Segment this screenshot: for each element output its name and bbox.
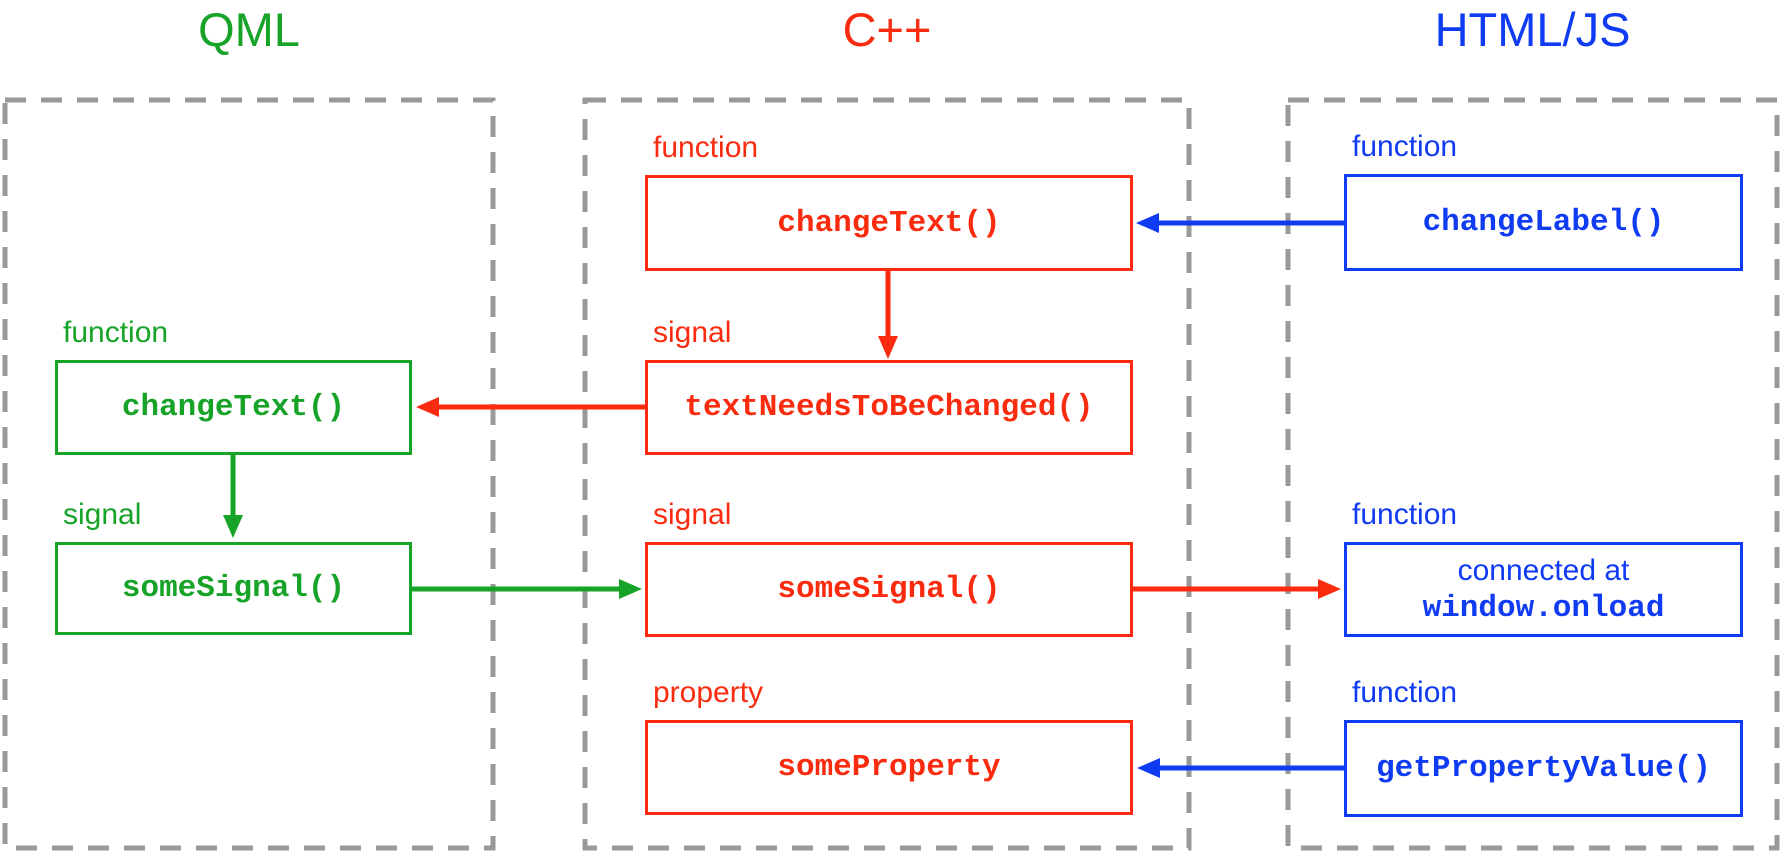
cpp-changetext-kind-label: function [653, 131, 759, 164]
qml-changetext-kind-label: function [63, 316, 169, 349]
htmljs-getpropertyvalue-node: function getPropertyValue() [1344, 674, 1743, 817]
arrow-changelabel-to-cpp-changetext [1136, 213, 1344, 233]
cpp-someproperty-kind-label: property [653, 676, 764, 709]
htmljs-getpropertyvalue-name: getPropertyValue() [1376, 751, 1711, 786]
htmljs-column-title: HTML/JS [1434, 3, 1631, 56]
cpp-changetext-box: changeText() [645, 175, 1133, 271]
qml-somesignal-name: someSignal() [121, 571, 346, 606]
qml-somesignal-kind-label: signal [63, 498, 142, 531]
cpp-somesignal-kind-label: signal [653, 498, 732, 531]
cpp-region-border [582, 97, 1192, 851]
cpp-column-title: C++ [842, 3, 932, 56]
htmljs-windowonload-box: connected at window.onload [1344, 542, 1743, 637]
htmljs-changelabel-name: changeLabel() [1422, 205, 1665, 240]
htmljs-windowonload-node: function connected at window.onload [1344, 496, 1743, 637]
qml-somesignal-box: someSignal() [55, 542, 412, 635]
cpp-textneedstobechanged-node: signal textNeedsToBeChanged() [645, 314, 1133, 455]
arrow-getpropertyvalue-to-someproperty [1137, 758, 1344, 778]
arrow-qml-somesignal-to-cpp-somesignal [411, 579, 642, 599]
qml-changetext-box: changeText() [55, 360, 412, 455]
htmljs-windowonload-line1: connected at [1457, 553, 1630, 587]
qml-changetext-name: changeText() [121, 390, 346, 425]
cpp-changetext-name: changeText() [777, 205, 1001, 241]
arrow-cpp-somesignal-to-windowonload [1133, 579, 1341, 599]
qml-changetext-node: function changeText() [55, 314, 412, 455]
htmljs-windowonload-line2: window.onload [1422, 590, 1665, 626]
htmljs-changelabel-box: changeLabel() [1344, 174, 1743, 271]
htmljs-windowonload-kind-label: function [1352, 498, 1458, 531]
cpp-someproperty-name: someProperty [777, 750, 1001, 785]
htmljs-changelabel-node: function changeLabel() [1344, 128, 1743, 271]
cpp-textneedstobechanged-name: textNeedsToBeChanged() [684, 390, 1094, 425]
htmljs-region-border [1285, 97, 1780, 851]
cpp-someproperty-node: property someProperty [645, 674, 1133, 815]
cpp-somesignal-box: someSignal() [645, 542, 1133, 637]
arrow-cpp-changetext-to-textneedstobechanged [878, 271, 898, 359]
htmljs-getpropertyvalue-kind-label: function [1352, 676, 1458, 709]
qml-column-title: QML [198, 3, 300, 56]
qml-somesignal-node: signal someSignal() [55, 496, 412, 635]
cpp-somesignal-name: someSignal() [777, 572, 1001, 607]
cpp-changetext-node: function changeText() [645, 129, 1133, 271]
htmljs-getpropertyvalue-box: getPropertyValue() [1344, 720, 1743, 817]
cpp-somesignal-node: signal someSignal() [645, 496, 1133, 637]
arrow-qml-changetext-to-qml-somesignal [223, 455, 243, 538]
arrow-textneedstobechanged-to-qml-changetext [416, 397, 645, 417]
htmljs-changelabel-kind-label: function [1352, 130, 1458, 163]
qml-region-border [2, 97, 496, 851]
cpp-textneedstobechanged-kind-label: signal [653, 316, 732, 349]
cpp-textneedstobechanged-box: textNeedsToBeChanged() [645, 360, 1133, 455]
cpp-someproperty-box: someProperty [645, 720, 1133, 815]
